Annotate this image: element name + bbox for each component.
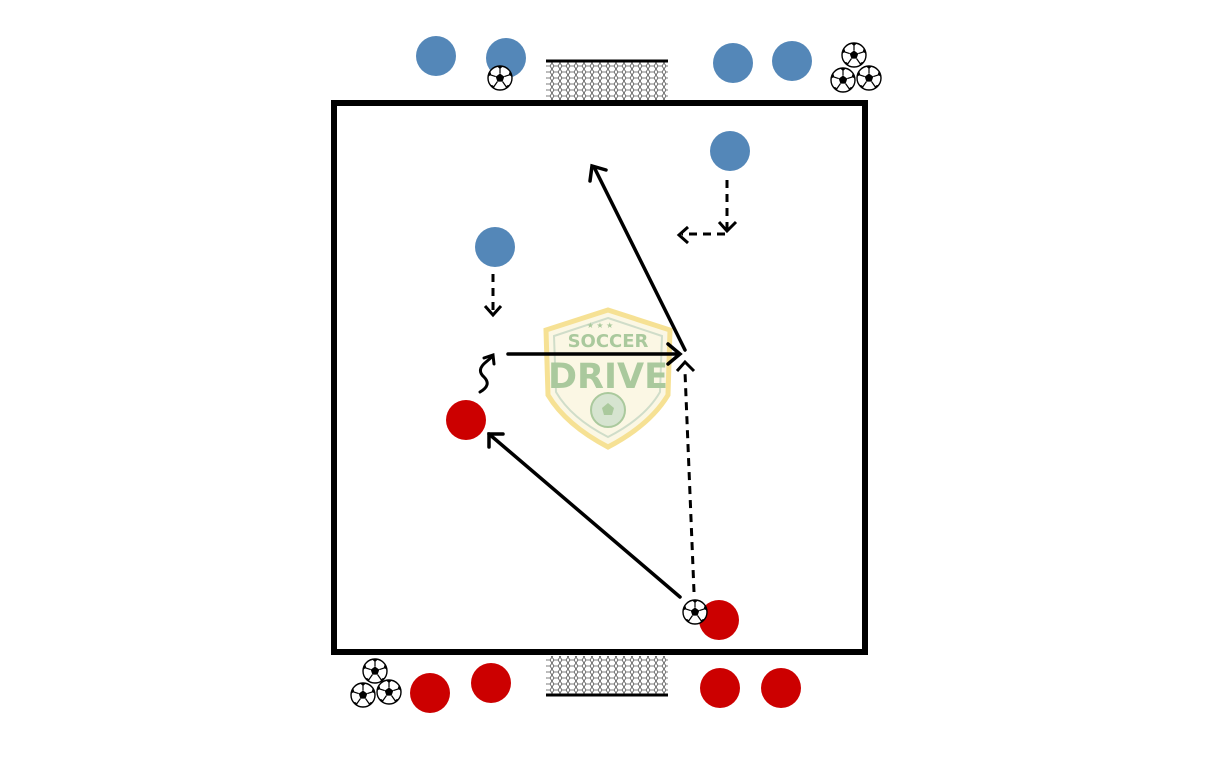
run-arrow-blue-right xyxy=(682,180,729,236)
top-goal-net-icon xyxy=(546,59,668,100)
bottom-goal-net-icon xyxy=(546,656,668,697)
pass-arrow-1-head xyxy=(487,432,505,449)
svg-text:★ ★ ★: ★ ★ ★ xyxy=(587,321,614,330)
pass-arrow-2-head xyxy=(666,342,683,366)
blue-player-field-2 xyxy=(475,227,515,267)
pass-arrow-3 xyxy=(592,165,687,352)
logo-line2: DRIVE xyxy=(548,357,668,397)
blue-player-field-1 xyxy=(710,131,750,171)
pass-arrow-1 xyxy=(487,432,682,599)
soccer-ball-icon xyxy=(830,67,856,93)
soccer-ball-icon xyxy=(841,42,867,68)
pass-arrow-3-head xyxy=(588,163,608,183)
dribble-squiggle xyxy=(478,352,496,394)
red-player-waiting-2 xyxy=(471,663,511,703)
logo-line1: SOCCER xyxy=(568,331,649,352)
blue-player-waiting-1 xyxy=(416,36,456,76)
soccer-ball-icon xyxy=(376,679,402,705)
field-boundary xyxy=(331,100,868,655)
pass-arrows xyxy=(487,163,687,599)
red-team xyxy=(410,400,801,713)
run-arrow-heads xyxy=(483,220,738,373)
blue-player-waiting-3 xyxy=(713,43,753,83)
red-player-waiting-3 xyxy=(700,668,740,708)
run-arrows xyxy=(491,180,729,593)
red-player-waiting-1 xyxy=(410,673,450,713)
blue-player-waiting-4 xyxy=(772,41,812,81)
red-player-field-2 xyxy=(699,600,739,640)
soccer-drive-logo: ★ ★ ★ SOCCER DRIVE xyxy=(543,307,673,450)
red-player-waiting-4 xyxy=(761,668,801,708)
soccer-ball-icon xyxy=(682,599,708,625)
red-player-field-1 xyxy=(446,400,486,440)
run-arrow-red xyxy=(683,371,696,593)
soccer-ball-icon xyxy=(856,65,882,91)
soccer-ball-icon xyxy=(350,682,376,708)
soccer-ball-icon xyxy=(362,658,388,684)
soccer-ball-icon xyxy=(487,65,513,91)
